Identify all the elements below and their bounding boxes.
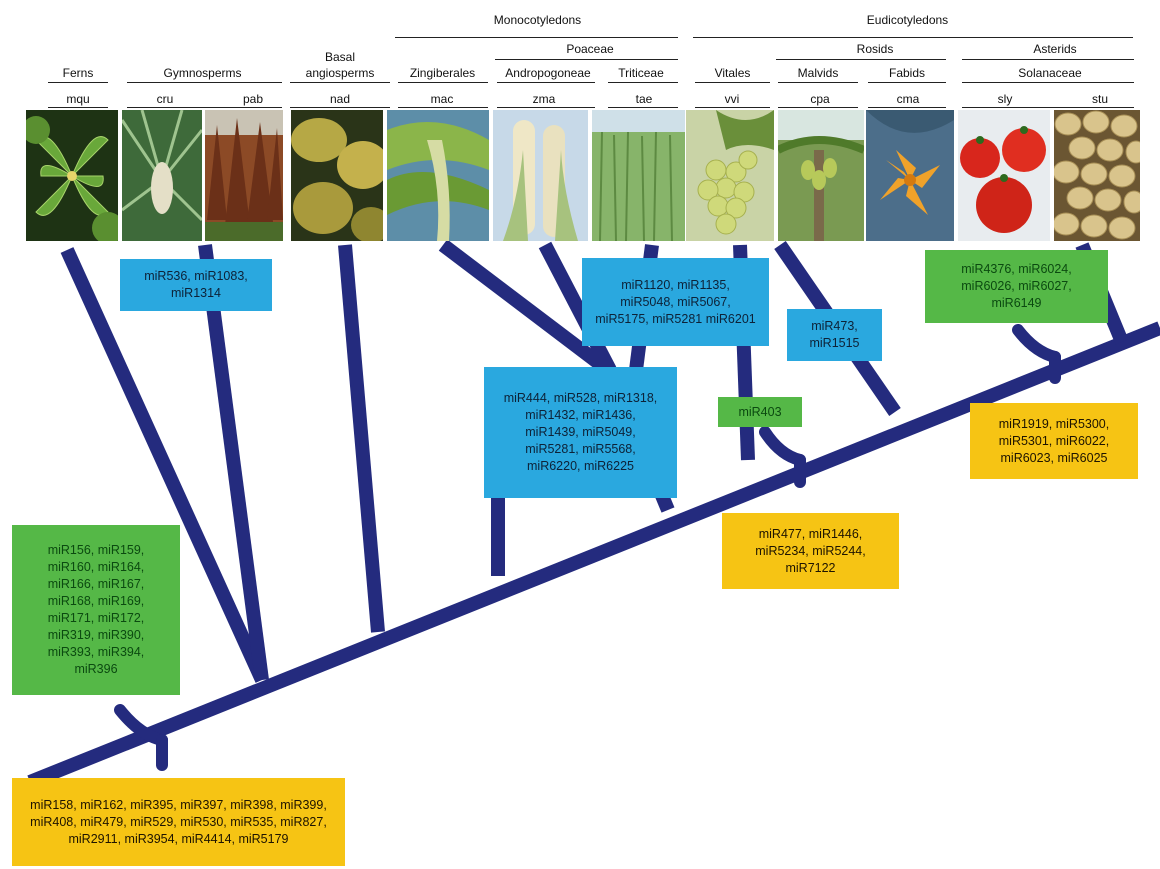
species-code: vvi: [724, 92, 740, 106]
photo-vvi: [686, 110, 774, 241]
lineage-ferns: Ferns: [62, 66, 94, 80]
species-code: cru: [156, 92, 174, 106]
mirna-box-eudicot-lost: miR477, miR1446, miR5234, miR5244, miR71…: [722, 513, 899, 589]
species-code: tae: [635, 92, 653, 106]
photo-cpa: [778, 110, 864, 241]
branch-zingiberales: [438, 239, 613, 376]
mirna-box-poaceae: miR444, miR528, miR1318, miR1432, miR143…: [484, 367, 677, 498]
photo-pab: [205, 110, 283, 241]
group-poaceae: Poaceae: [566, 42, 614, 56]
mirna-box-solanaceae-gained: miR4376, miR6024, miR6026, miR6027, miR6…: [925, 250, 1108, 323]
photo-mqu: [26, 110, 118, 241]
lineage-andropogoneae: Andropogoneae: [505, 66, 591, 80]
mirna-box-malvids: miR473, miR1515: [787, 309, 882, 361]
species-code: nad: [329, 92, 351, 106]
mirna-box-root-conserved: miR158, miR162, miR395, miR397, miR398, …: [12, 778, 345, 866]
lineage-basal-line2: angiosperms: [305, 66, 375, 80]
photo-cru: [122, 110, 202, 241]
marker-solanaceae: [1012, 324, 1061, 363]
lineage-solanaceae: Solanaceae: [1018, 66, 1082, 80]
group-rosids: Rosids: [856, 42, 894, 56]
branch-andropogoneae: [538, 241, 617, 374]
species-code: mac: [430, 92, 454, 106]
lineage-vitales: Vitales: [714, 66, 751, 80]
group-monocotyledons: Monocotyledons: [493, 13, 582, 27]
species-code: zma: [532, 92, 556, 106]
branch-gymnosperms: [198, 244, 269, 681]
group-asterids: Asterids: [1033, 42, 1077, 56]
species-code: cpa: [810, 92, 830, 106]
rule-eudicots: [693, 37, 1133, 38]
photo-zma: [493, 110, 588, 241]
branch-ferns: [60, 247, 269, 683]
species-code: cma: [896, 92, 920, 106]
lineage-malvids: Malvids: [797, 66, 839, 80]
rule-rosids: [776, 59, 946, 60]
lineage-triticeae: Triticeae: [618, 66, 664, 80]
lineage-zingiberales: Zingiberales: [409, 66, 476, 80]
mirna-box-eudicot-gained: miR403: [718, 397, 802, 427]
mirna-box-triticeae: miR1120, miR1135, miR5048, miR5067, miR5…: [582, 258, 769, 346]
photo-tae: [592, 110, 685, 241]
mirna-box-gymnosperms: miR536, miR1083, miR1314: [120, 259, 272, 311]
photo-nad: [291, 110, 383, 241]
rule-monocots: [395, 37, 678, 38]
photo-sly: [958, 110, 1050, 241]
photo-stu: [1054, 110, 1140, 241]
species-code: mqu: [66, 92, 90, 106]
species-code: sly: [997, 92, 1013, 106]
species-code: stu: [1091, 92, 1108, 106]
marker-eudicot: [759, 426, 806, 466]
mirna-box-root-gained: miR156, miR159, miR160, miR164, miR166, …: [12, 525, 180, 695]
mirna-box-solanaceae-lost: miR1919, miR5300, miR5301, miR6022, miR6…: [970, 403, 1138, 479]
lineage-basal-line1: Basal: [324, 50, 356, 64]
photo-mac: [387, 110, 489, 241]
branch-basal-angiosperms: [338, 244, 385, 633]
lineage-fabids: Fabids: [888, 66, 926, 80]
photo-cma: [866, 110, 954, 241]
species-code: pab: [242, 92, 264, 106]
lineage-gymnosperms: Gymnosperms: [163, 66, 242, 80]
rule-poaceae: [495, 59, 678, 60]
group-eudicotyledons: Eudicotyledons: [866, 13, 949, 27]
rule-asterids: [962, 59, 1134, 60]
